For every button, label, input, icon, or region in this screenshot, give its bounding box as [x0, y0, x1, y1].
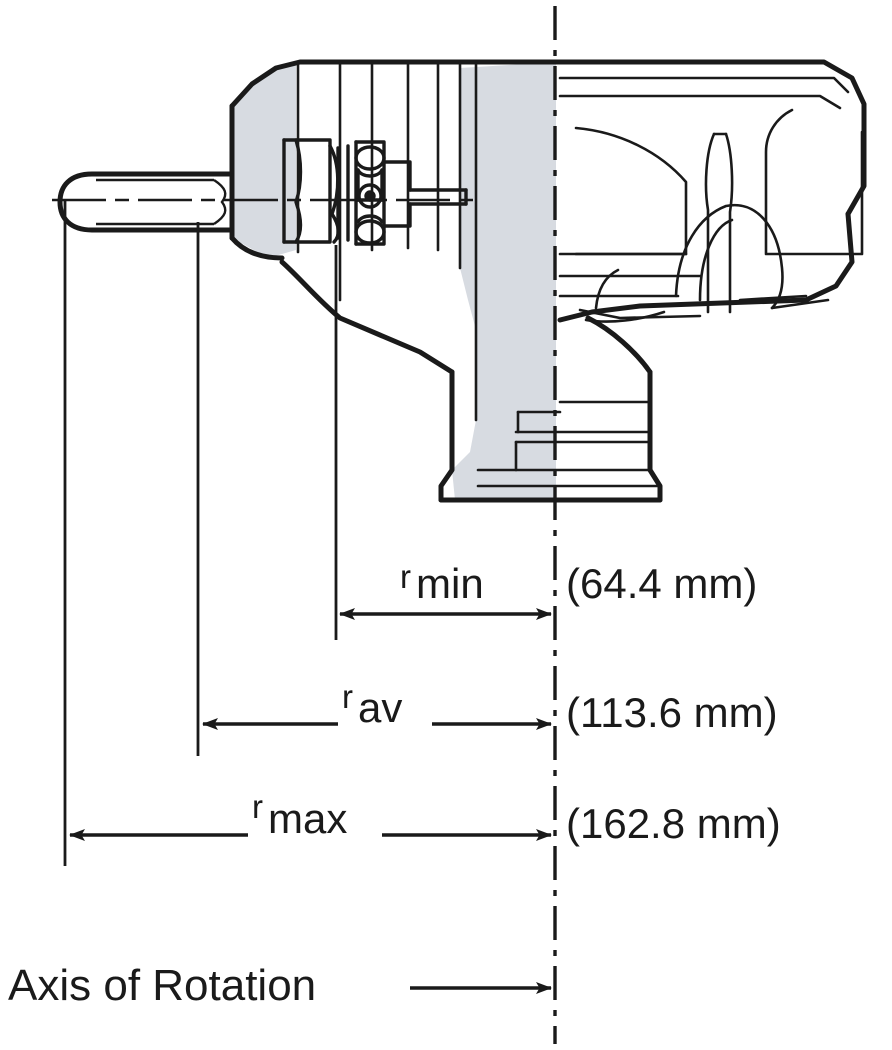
axis-of-rotation-label: Axis of Rotation: [8, 961, 316, 1010]
dimension-rav: r av (113.6 mm): [202, 678, 778, 736]
dimension-symbol-rmax: r: [252, 788, 263, 825]
fixture-interior-lines: [296, 60, 864, 488]
dimension-subscript-rmin: min: [416, 560, 484, 607]
handle-lever: [57, 171, 235, 233]
dimension-value-rav: (113.6 mm): [566, 689, 778, 736]
spindle-clamp-assembly: [282, 138, 468, 246]
dimension-symbol-rmin: r: [400, 558, 411, 595]
dimension-value-rmin: (64.4 mm): [566, 560, 757, 607]
dimension-rmax: r max (162.8 mm): [69, 788, 781, 847]
dimension-value-rmax: (162.8 mm): [566, 800, 781, 847]
axis-of-rotation-callout: Axis of Rotation: [8, 961, 552, 1010]
handle-inner-lines: [96, 178, 227, 226]
shaded-section-region: [232, 62, 556, 500]
extension-lines: [63, 200, 338, 866]
dimension-subscript-rav: av: [358, 684, 402, 731]
dimension-rmin: r min (64.4 mm): [339, 558, 757, 620]
dimension-subscript-rmax: max: [268, 795, 347, 842]
dimension-symbol-rav: r: [342, 678, 353, 715]
